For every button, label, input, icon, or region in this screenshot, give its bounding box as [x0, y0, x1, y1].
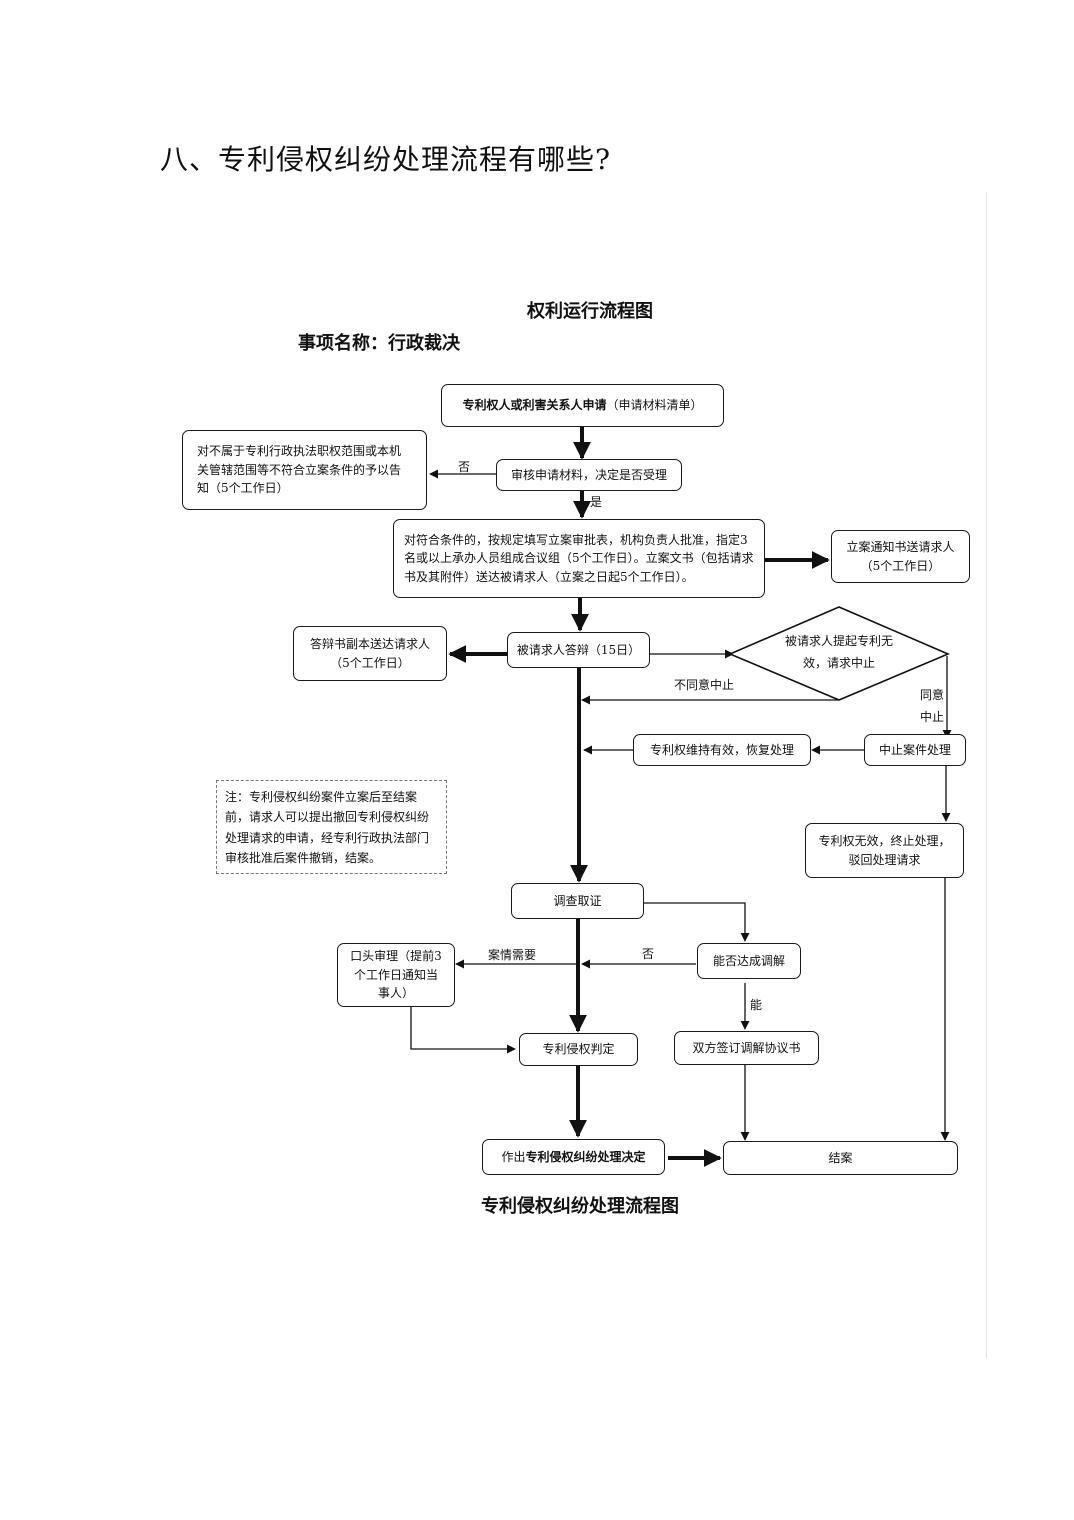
label-disagree: 不同意中止	[674, 678, 735, 692]
apply-node-main: 专利权人或利害关系人申请	[462, 398, 607, 413]
patent-invalid-node: 专利权无效，终止处理，驳回处理请求	[805, 823, 964, 878]
mediation-question-node: 能否达成调解	[697, 943, 801, 979]
reject-node: 对不属于专利行政执法职权范围或本机关管辖范围等不符合立案条件的予以告知（5个工作…	[182, 430, 427, 510]
decision-node: 作出专利侵权纠纷处理决定	[482, 1139, 665, 1175]
label-agree: 同意中止	[919, 688, 944, 724]
file-case-node: 对符合条件的，按规定填写立案审批表，机构负责人批准，指定3名或以上承办人员组成合…	[393, 519, 765, 598]
decision-prefix: 作出	[501, 1149, 526, 1164]
label-can-mediate: 能	[750, 998, 763, 1012]
patent-valid-node: 专利权维持有效，恢复处理	[633, 734, 811, 766]
invalid-request-text: 被请求人提起专利无效，请求中止	[785, 634, 894, 670]
close-node: 结案	[723, 1141, 958, 1175]
label-no-mediation: 否	[642, 947, 655, 961]
defense-copy-node: 答辩书副本送达请求人（5个工作日）	[293, 626, 447, 681]
label-case-need: 案情需要	[488, 948, 537, 962]
page-heading: 八、专利侵权纠纷处理流程有哪些?	[160, 143, 612, 176]
judgment-node: 专利侵权判定	[519, 1033, 638, 1066]
apply-node-detail: （申请材料清单）	[606, 398, 703, 413]
edge-investigate-mediation	[644, 902, 750, 942]
page-edge-divider	[986, 192, 987, 1358]
agreement-node: 双方签订调解协议书	[674, 1031, 819, 1065]
label-yes-review: 是	[590, 495, 603, 509]
decision-main: 专利侵权纠纷处理决定	[525, 1149, 646, 1164]
suspend-node: 中止案件处理	[864, 734, 966, 766]
withdraw-note: 注：专利侵权纠纷案件立案后至结案前，请求人可以提出撤回专利侵权纠纷处理请求的申请…	[216, 780, 447, 874]
apply-node: 专利权人或利害关系人申请（申请材料清单）	[441, 384, 724, 427]
defense-node: 被请求人答辩（15日）	[507, 632, 650, 668]
diagram-title: 权利运行流程图	[527, 301, 653, 322]
subject-line: 事项名称：行政裁决	[298, 333, 460, 354]
edge-oral-judgment	[410, 1006, 516, 1054]
notice-node: 立案通知书送请求人（5个工作日）	[831, 530, 970, 583]
oral-hearing-node: 口头审理（提前3个工作日通知当事人）	[337, 943, 455, 1007]
invalid-request-diamond	[727, 606, 951, 701]
diagram-caption: 专利侵权纠纷处理流程图	[481, 1196, 679, 1217]
review-node: 审核申请材料，决定是否受理	[496, 459, 682, 491]
label-no-review: 否	[458, 460, 471, 474]
investigate-node: 调查取证	[511, 883, 644, 919]
